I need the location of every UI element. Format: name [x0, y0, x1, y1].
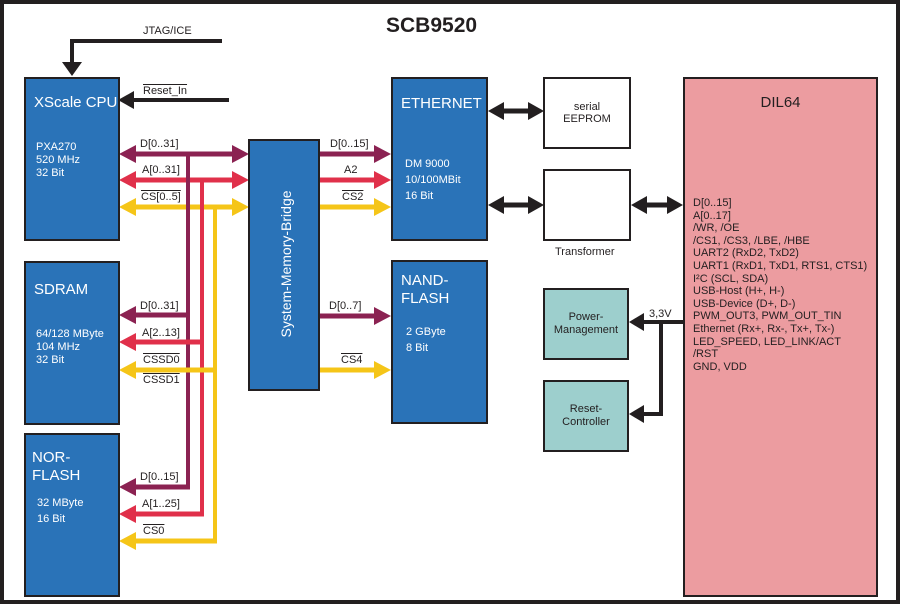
nand-cs: [320, 361, 391, 379]
sdram-spec-1: 64/128 MByte: [36, 328, 104, 340]
sdram-title: SDRAM: [34, 281, 89, 298]
reset-line-2: Controller: [562, 416, 610, 428]
nand-title-2: FLASH: [401, 290, 450, 307]
cpu-cs-label: CS[0..5]: [141, 191, 181, 203]
ethernet-spec-2: 10/100MBit: [405, 174, 461, 186]
eth-cs-label: CS2: [342, 191, 364, 203]
nor-block: NOR- FLASH 32 MByte 16 Bit: [24, 433, 120, 597]
reset-controller-block: Reset- Controller: [543, 380, 629, 452]
sdram-cs1-label: CSSD1: [143, 374, 180, 386]
reset-arrow: [118, 91, 134, 109]
jtag-label: JTAG/ICE: [143, 25, 192, 37]
nor-title-2: FLASH: [32, 467, 81, 484]
eth-addr: [320, 171, 391, 189]
cpu-cs-bus: [119, 198, 249, 216]
nor-addr: [119, 505, 204, 523]
jtag-arrow: [62, 62, 82, 76]
transformer-block: [543, 169, 631, 241]
nor-a-label: A[1..25]: [142, 498, 180, 510]
power-management-block: Power- Management: [543, 288, 629, 360]
dil64-title: DIL64: [760, 94, 801, 111]
transformer-label: Transformer: [555, 246, 615, 258]
nor-spec-1: 32 MByte: [37, 497, 84, 509]
eeprom-block: serial EEPROM: [543, 77, 631, 149]
jtag-line: [70, 39, 222, 62]
connections: [62, 39, 683, 550]
nand-cs-label: CS4: [341, 354, 363, 366]
cpu-a-label: A[0..31]: [142, 164, 180, 176]
bridge-label: System-Memory-Bridge: [278, 190, 294, 338]
dil-link: [631, 196, 683, 214]
eth-data: [320, 145, 391, 163]
nand-title-1: NAND-: [401, 272, 449, 289]
nor-spec-2: 16 Bit: [37, 513, 66, 525]
transformer-link: [488, 196, 544, 214]
nand-spec-2: 8 Bit: [406, 342, 429, 354]
power-arrow: [629, 313, 644, 331]
sdram-addr: [119, 333, 202, 351]
cpu-block: XScale CPU PXA270 520 MHz 32 Bit: [24, 77, 120, 241]
reset-in-label: Reset_In: [143, 85, 188, 97]
nand-data: [320, 307, 391, 325]
power-voltage-label: 3,3V: [649, 308, 672, 320]
nand-block: NAND- FLASH 2 GByte 8 Bit: [391, 260, 488, 424]
nor-cs: [119, 532, 217, 550]
cpu-addr-bus: [119, 171, 249, 189]
power-line-2: Management: [553, 324, 619, 336]
eth-a-label: A2: [344, 164, 358, 176]
cpu-title: XScale CPU: [34, 94, 118, 111]
sdram-cs0-label: CSSD0: [143, 354, 180, 366]
ethernet-spec-1: DM 9000: [405, 158, 450, 170]
cpu-data-bus: [119, 145, 249, 163]
cpu-d-label: D[0..31]: [140, 138, 179, 150]
reset-ctrl-arrow: [629, 405, 644, 423]
eeprom-line-2: EEPROM: [563, 113, 611, 125]
bridge-block: System-Memory-Bridge: [248, 139, 320, 391]
nor-title-1: NOR-: [32, 449, 71, 466]
nor-cs-label: CS0: [143, 525, 165, 537]
nor-data: [119, 478, 190, 496]
sdram-a-label: A[2..13]: [142, 327, 180, 339]
ethernet-block: ETHERNET DM 9000 10/100MBit 16 Bit: [391, 77, 488, 241]
eth-d-label: D[0..15]: [330, 138, 369, 150]
nor-d-label: D[0..15]: [140, 471, 179, 483]
sdram-spec-3: 32 Bit: [36, 354, 65, 366]
cpu-spec-3: 32 Bit: [36, 167, 65, 179]
ethernet-spec-3: 16 Bit: [405, 190, 434, 202]
nand-spec-1: 2 GByte: [406, 326, 446, 338]
dil64-block: DIL64 D[0..15] A[0..17] /WR, /OE /CS1, /…: [683, 77, 878, 597]
ethernet-title: ETHERNET: [401, 95, 482, 112]
eeprom-line-1: serial: [573, 101, 601, 113]
sdram-spec-2: 104 MHz: [36, 341, 81, 353]
cpu-spec-1: PXA270: [36, 141, 77, 153]
sdram-block: SDRAM 64/128 MByte 104 MHz 32 Bit: [24, 261, 120, 425]
power-line-1: Power-: [568, 311, 604, 323]
sdram-d-label: D[0..31]: [140, 300, 179, 312]
cpu-spec-2: 520 MHz: [36, 154, 81, 166]
sdram-data: [119, 306, 188, 324]
reset-line-1: Reset-: [569, 403, 603, 415]
eeprom-link: [488, 102, 544, 120]
power-line: [639, 320, 683, 416]
dil64-pin-list: D[0..15] A[0..17] /WR, /OE /CS1, /CS3, /…: [693, 197, 868, 373]
diagram-title: SCB9520: [386, 14, 478, 37]
nand-d-label: D[0..7]: [329, 300, 362, 312]
sdram-cs: [119, 361, 215, 379]
eth-cs: [320, 198, 391, 216]
